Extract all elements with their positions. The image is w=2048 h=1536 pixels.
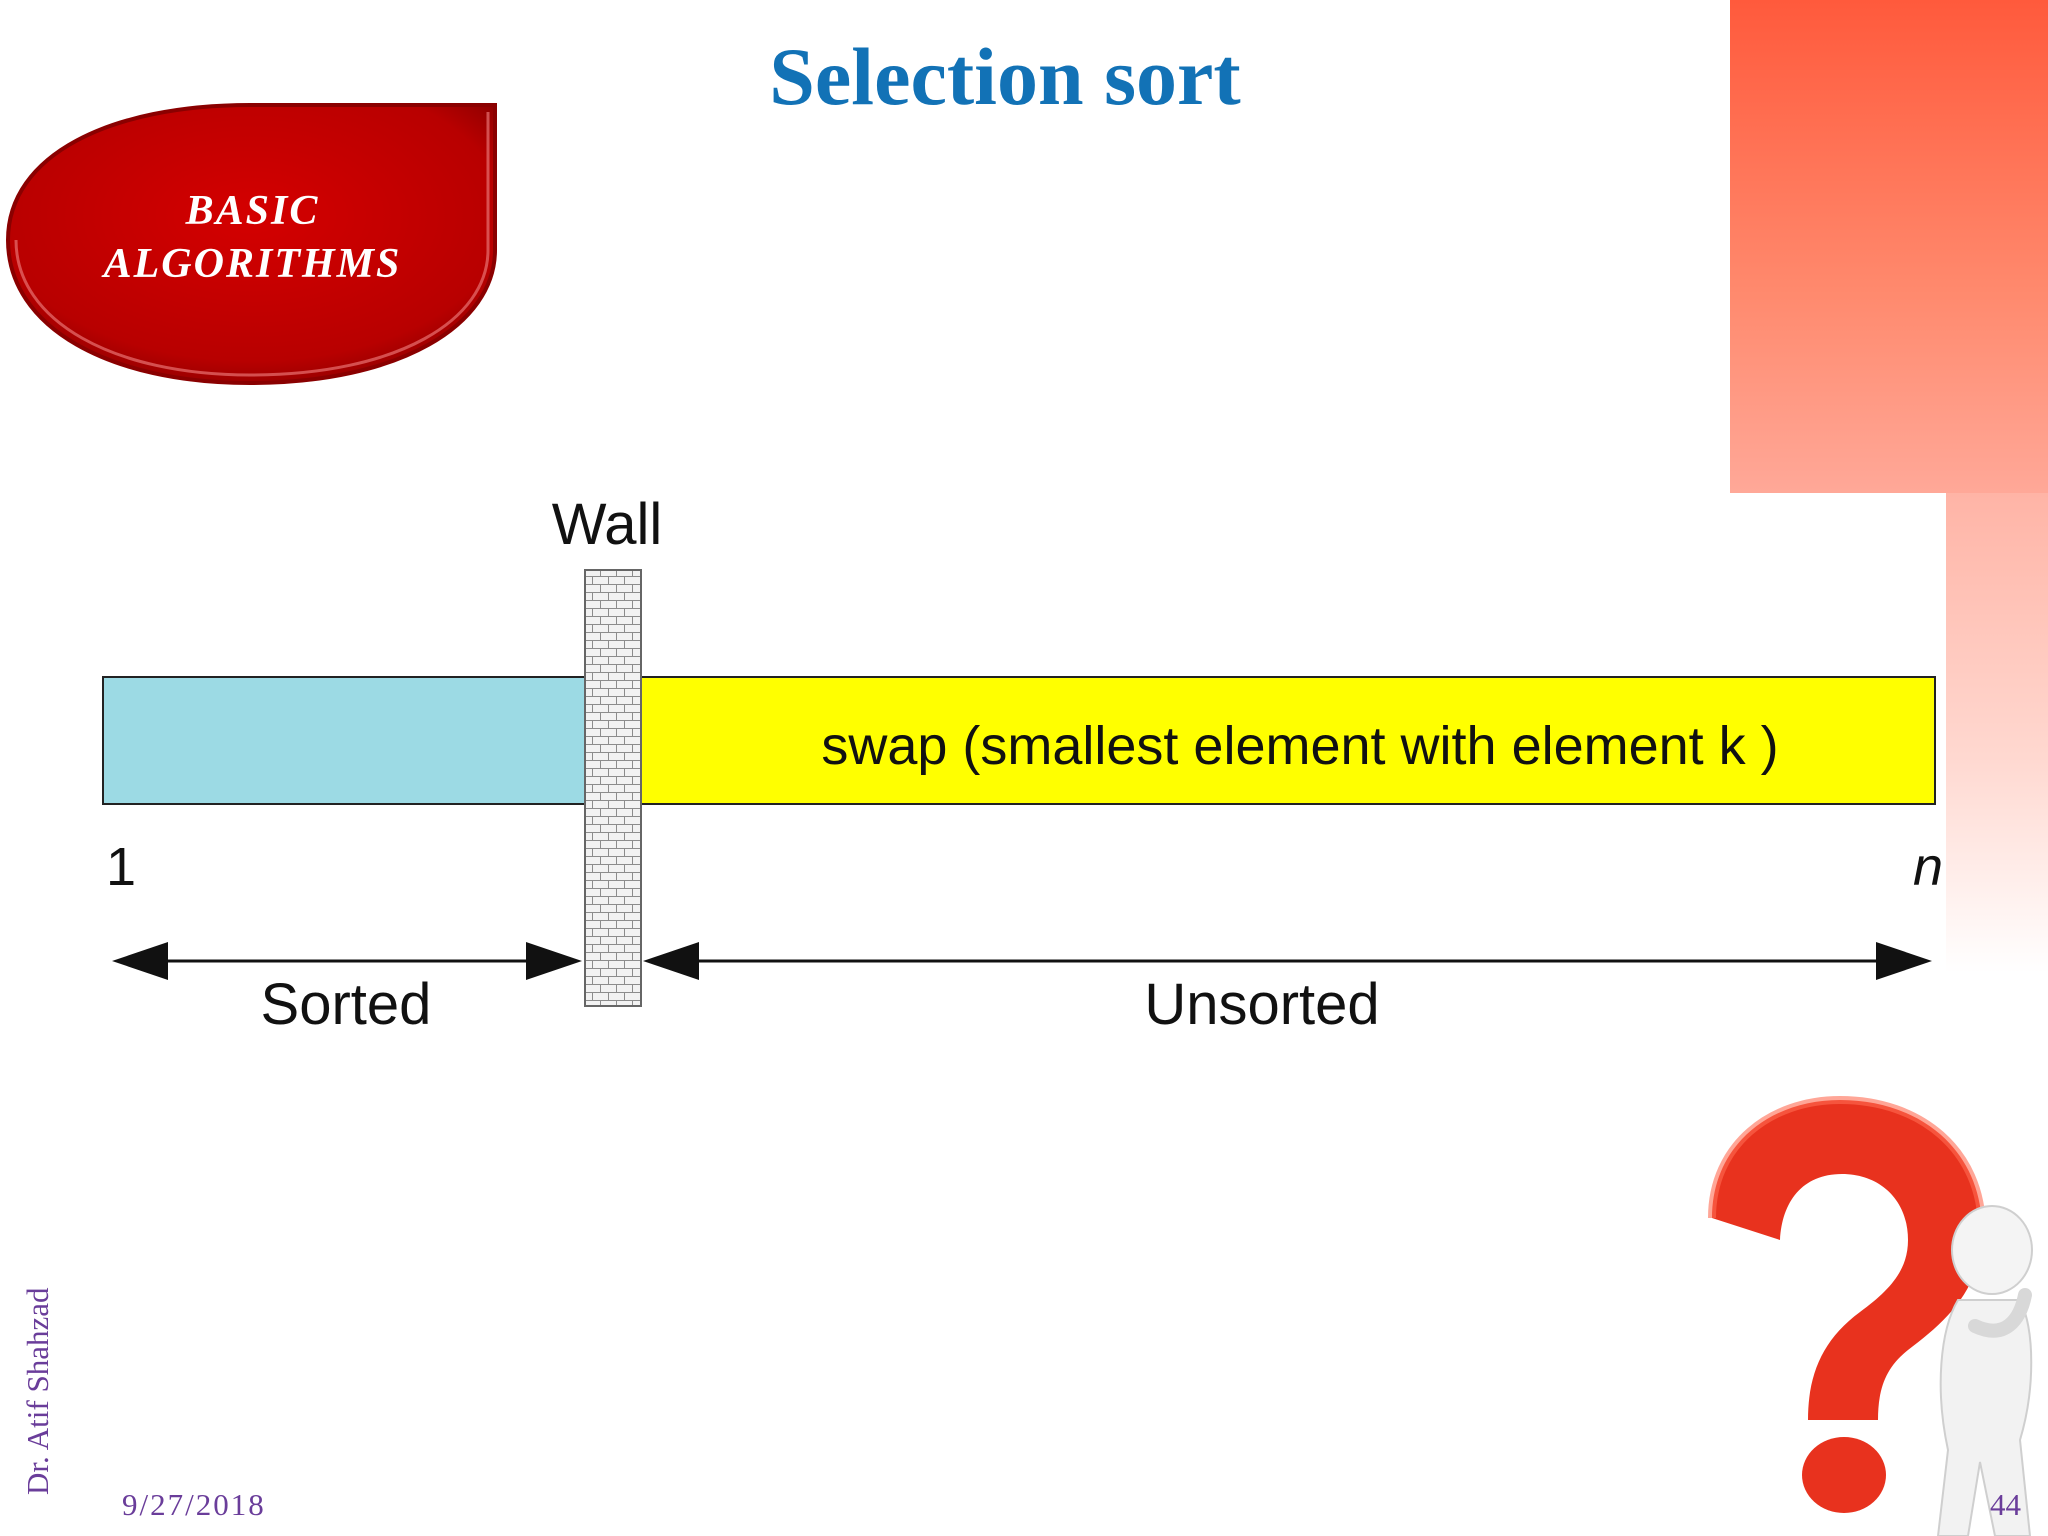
- wall-label: Wall: [552, 492, 663, 557]
- start-index-label: 1: [106, 837, 136, 897]
- sorted-label: Sorted: [261, 972, 432, 1037]
- slide-date: 9/27/2018: [122, 1487, 266, 1522]
- sorted-region: [102, 676, 586, 805]
- unsorted-label: Unsorted: [1144, 972, 1379, 1037]
- badge-label: BASIC ALGORITHMS: [60, 185, 445, 291]
- end-index-label: n: [1913, 837, 1943, 897]
- slide-title: Selection sort: [769, 31, 1241, 122]
- wall-bar: [584, 569, 642, 1007]
- thinking-figure-icon: [1936, 1205, 2033, 1536]
- question-mark-icon: [1708, 1095, 2033, 1536]
- swap-text: swap (smallest element with element k ): [821, 716, 1778, 776]
- selection-sort-diagram: Wall swap (smallest element with element…: [102, 492, 1943, 1037]
- unsorted-region: [640, 676, 1936, 805]
- badge-line-2: ALGORITHMS: [103, 241, 402, 287]
- author-credit: Dr. Atif Shahzad: [20, 1287, 55, 1496]
- basic-algorithms-badge: [5, 103, 497, 386]
- corner-accent-fade: [1946, 493, 2048, 973]
- sorted-span-arrow: [112, 942, 582, 980]
- page-number: 44: [1990, 1487, 2021, 1522]
- corner-accent-bar: [1730, 0, 2048, 493]
- badge-line-1: BASIC: [185, 188, 320, 234]
- unsorted-span-arrow: [643, 942, 1932, 980]
